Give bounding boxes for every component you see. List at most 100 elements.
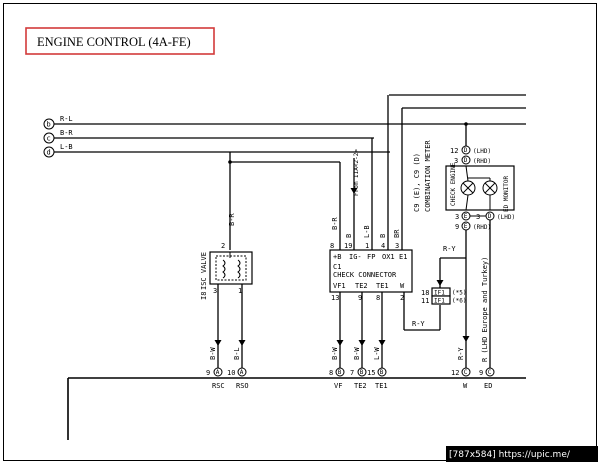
meter-top-pin-letter-1: D [464,157,468,164]
cc-top-term-2: FP [367,253,375,261]
conn-circle-1 [237,367,247,377]
meter-top-pin-num-0: 12 [450,147,458,155]
meter-inner-lead-1 [465,165,469,182]
conn-circle-3 [357,367,367,377]
cc-top-pin-3: 4 [381,242,385,250]
conn-num-4: 15 [367,369,375,377]
isc-inner [215,255,247,281]
check-connector: From IIA<2-2> B-R B L-B B BR 8 19 1 4 3 … [230,95,413,368]
ref-c-id: c [47,135,51,143]
ref-d [43,146,55,158]
ed-monitor-lamp-x2 [484,182,496,194]
side-wire-left: R-Y [457,347,465,360]
meter-check-engine: CHECK ENGINE [450,162,457,206]
title-box [25,27,215,55]
conn-label-4: TE1 [375,382,388,390]
meter-bottom-pin-letter2-0: D [488,213,492,220]
cc-bottom-term-3: W [400,282,405,290]
isc-out-right-label: B-L [233,347,241,360]
conn-label-1: RSO [236,382,249,390]
cc-top-wire-3: B [379,234,387,238]
meter-bottom-pin-num-0: 3 [455,213,459,221]
junction-pin-18: 18 [421,289,429,297]
meter-top-pin-letter-0: D [464,147,468,154]
meter-top-pin-1 [461,155,471,165]
meter-top-pin-note-0: (LHD) [473,148,491,155]
junction-code-2: IF1 [434,298,445,305]
ref-circles: b c d R-L B-R L-B [43,115,73,158]
ref-d-wire: L-B [60,143,73,151]
isc-pin-3: 3 [213,287,217,295]
conn-label-5: W [463,382,468,390]
conn-label-6: ED [484,382,492,390]
cc-top-pin-2: 1 [365,242,369,250]
cc-bottom-wire-0: B-W [331,347,339,360]
cc-top-wire-1: B [345,234,353,238]
meter-bottom-pin-num2-0: 3 [476,213,480,221]
combination-meter: 12 D (LHD) 3 D (RHD) CHECK ENGINE ED MON… [413,122,515,368]
ref-c [43,132,55,144]
junction-code-1: IF1 [434,290,445,297]
isc-valve-box [209,251,253,285]
cc-top-term-1: IG- [349,253,362,261]
meter-bottom-pin-letter-1: E [464,223,468,230]
junction-wire: R-Y [443,245,456,253]
conn-letter-6: C [488,369,492,376]
ref-b-id: b [47,121,51,129]
conn-letter-0: A [216,369,220,376]
cc-top-term-0: +B [333,253,341,261]
cc-arrow-te2 [358,340,366,346]
junction-arrow [436,280,444,286]
cc-top-wire-4: BR [393,229,401,238]
conn-label-3: TE2 [354,382,367,390]
ref-c-wire: B-R [60,129,73,137]
isc-coil-right [237,259,241,279]
junction-note-1: (*5) [452,290,466,297]
meter-codes: C9 (E), C9 (D) [413,153,421,212]
conn-num-5: 12 [451,369,459,377]
cc-top-wire-2: L-B [363,225,371,238]
cc-top-term-3: OX1 [382,253,395,261]
conn-num-2: 8 [329,369,333,377]
watermark-text: [787x584] https://upic.me/ [449,450,571,460]
page-title: ENGINE CONTROL (4A-FE) [37,35,191,49]
meter-bottom-pin-num-1: 9 [455,223,459,231]
cc-bottom-term-0: VF1 [333,282,346,290]
conn-circle-6 [485,367,495,377]
cc-bottom-pin-0: 13 [331,294,339,302]
cc-bottom-term-1: TE2 [355,282,368,290]
meter-bottom-pin-letter-0: E [464,213,468,220]
meter-ed-monitor: ED MONITOR [503,175,510,212]
isc-valve: B-R 2 I8 ISC VALVE 3 1 B-W B-L [200,152,253,368]
cc-top-term-4: E1 [399,253,407,261]
cc-top-pin-0: 8 [330,242,334,250]
isc-pin-top: 2 [221,242,225,250]
isc-arrow-left [214,340,222,346]
cc-top-pin-1: 19 [344,242,352,250]
conn-num-0: 9 [206,369,210,377]
conn-circle-0 [213,367,223,377]
cc-arrow-te1 [378,340,386,346]
cc-bottom-pin-3: 2 [400,294,404,302]
cc-box [329,249,413,293]
conn-num-6: 9 [479,369,483,377]
meter-name: COMBINATION METER [424,140,432,212]
meter-bottom-pin-note-1: (RHD) [473,224,491,231]
cc-top-wire-0: B-R [331,217,339,230]
junction-note-2: (*6) [452,298,466,305]
conn-letter-4: B [380,369,384,376]
meter-top-pin-note-1: (RHD) [473,158,491,165]
conn-letter-3: B [360,369,364,376]
conn-letter-2: B [338,369,342,376]
junction-pin-11: 11 [421,297,429,305]
junction-box-2 [431,295,451,305]
meter-top-pin-0 [461,145,471,155]
cc-bottom-term-2: TE1 [376,282,389,290]
isc-out-left-label: B-W [209,347,217,360]
check-engine-lamp-x2 [462,182,474,194]
cc-name: CHECK CONNECTOR [333,271,397,279]
cc-arrow-vf [336,340,344,346]
conn-circle-2 [335,367,345,377]
